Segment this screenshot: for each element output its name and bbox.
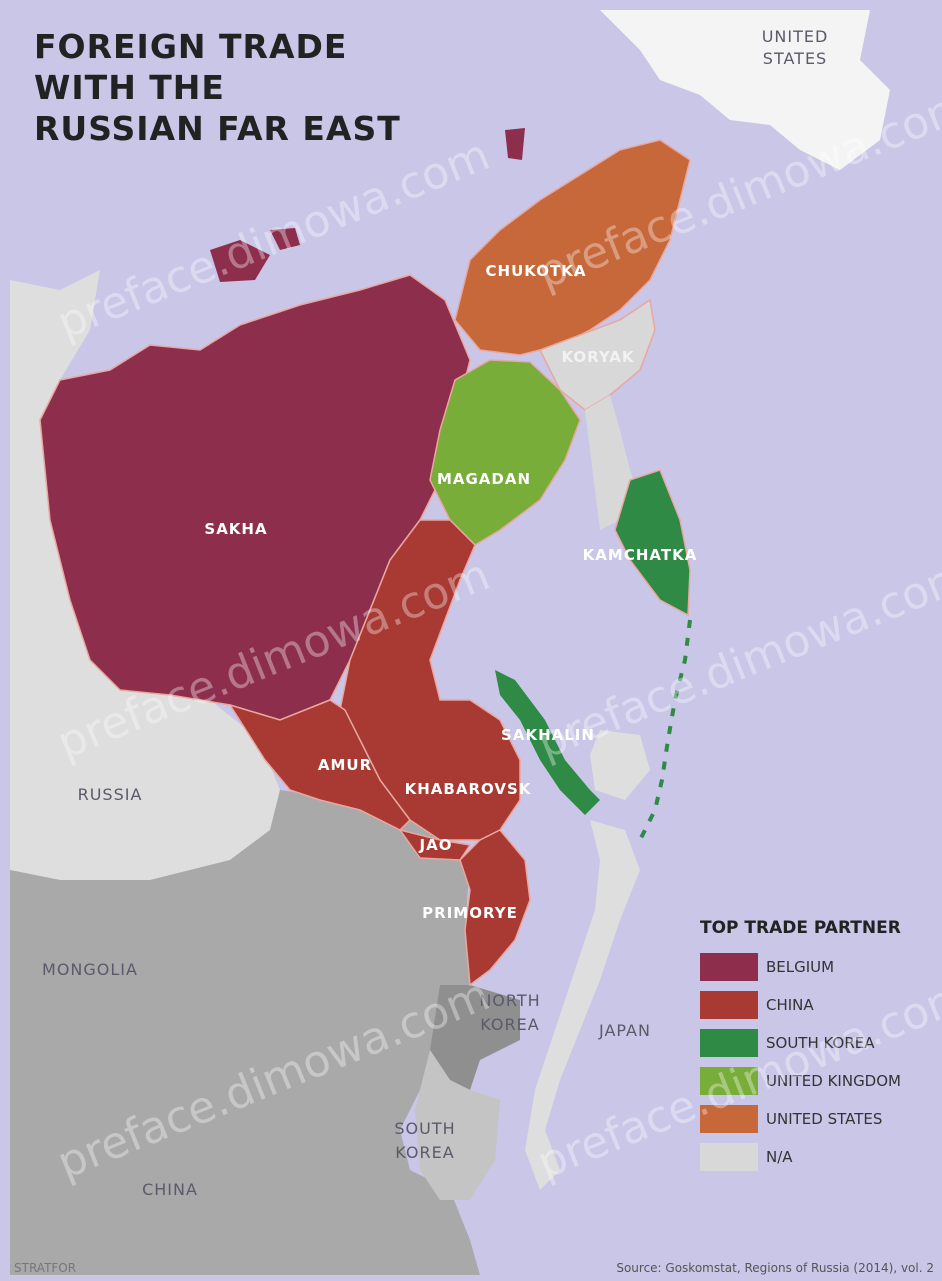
- land-south-korea: [415, 1050, 500, 1200]
- label-japan: JAPAN: [598, 1021, 651, 1040]
- legend-item-united-kingdom: UNITED KINGDOM: [700, 1062, 940, 1100]
- label-kamchatka: KAMCHATKA: [583, 546, 698, 564]
- region-kamchatka: [614, 469, 691, 617]
- legend-title: TOP TRADE PARTNER: [700, 918, 901, 938]
- legend-label-united-kingdom: UNITED KINGDOM: [766, 1072, 901, 1090]
- land-russia-west: [10, 270, 280, 880]
- label-north-korea-line2: KOREA: [480, 1015, 539, 1034]
- region-sakhalin: [495, 670, 600, 815]
- legend-swatch-na: [700, 1143, 758, 1171]
- title-line-1: FOREIGN TRADE: [34, 27, 348, 66]
- source-text: Source: Goskomstat, Regions of Russia (2…: [616, 1261, 934, 1275]
- region-magadan: [429, 359, 581, 546]
- legend-item-belgium: BELGIUM: [700, 948, 940, 986]
- island-new-siberian-2: [270, 228, 300, 250]
- label-sakha: SAKHA: [204, 520, 267, 538]
- legend-item-china: CHINA: [700, 986, 940, 1024]
- label-koryak: KORYAK: [561, 348, 634, 366]
- region-chukotka: [454, 139, 691, 356]
- label-khabarovsk: KHABAROVSK: [405, 780, 532, 798]
- label-sakhalin: SAKHALIN: [501, 726, 595, 744]
- legend-item-united-states: UNITED STATES: [700, 1100, 940, 1138]
- label-chukotka: CHUKOTKA: [486, 262, 587, 280]
- legend-swatch-belgium: [700, 953, 758, 981]
- title-line-3: RUSSIAN FAR EAST: [34, 109, 401, 148]
- label-magadan: MAGADAN: [437, 470, 531, 488]
- legend-item-south-korea: SOUTH KOREA: [700, 1024, 940, 1062]
- land-hokkaido: [590, 730, 650, 800]
- legend-swatch-united-kingdom: [700, 1067, 758, 1095]
- region-khabarovsk: [339, 519, 521, 841]
- island-new-siberian-1: [210, 240, 270, 282]
- label-south-korea-line1: SOUTH: [394, 1119, 455, 1138]
- title-line-2: WITH THE: [34, 68, 225, 107]
- land-north-korea: [430, 985, 520, 1090]
- label-mongolia: MONGOLIA: [42, 960, 138, 979]
- legend-swatch-south-korea: [700, 1029, 758, 1057]
- land-mongolia-china: [10, 790, 480, 1275]
- region-koryak: [538, 298, 656, 411]
- legend: TOP TRADE PARTNER BELGIUM CHINA SOUTH KO…: [700, 918, 940, 1176]
- label-russia: RUSSIA: [78, 785, 143, 804]
- region-primorye: [459, 829, 531, 987]
- label-united-states-line1: UNITED: [762, 27, 829, 46]
- legend-label-south-korea: SOUTH KOREA: [766, 1034, 875, 1052]
- label-north-korea-line1: NORTH: [479, 991, 540, 1010]
- credit-text: STRATFOR: [14, 1261, 77, 1275]
- label-united-states-line2: STATES: [763, 49, 827, 68]
- region-amur: [228, 699, 411, 831]
- islands-kuril: [638, 619, 692, 841]
- legend-swatch-united-states: [700, 1105, 758, 1133]
- island-wrangel: [505, 128, 525, 160]
- label-south-korea-line2: KOREA: [395, 1143, 454, 1162]
- label-china: CHINA: [142, 1180, 198, 1199]
- legend-item-na: N/A: [700, 1138, 940, 1176]
- legend-label-united-states: UNITED STATES: [766, 1110, 883, 1128]
- label-amur: AMUR: [318, 756, 372, 774]
- legend-label-china: CHINA: [766, 996, 814, 1014]
- region-jao: [398, 828, 472, 861]
- map-title: FOREIGN TRADE WITH THE RUSSIAN FAR EAST: [34, 26, 401, 149]
- legend-label-na: N/A: [766, 1148, 793, 1166]
- land-japan: [525, 820, 640, 1190]
- label-jao: JAO: [419, 836, 453, 854]
- legend-swatch-china: [700, 991, 758, 1019]
- label-primorye: PRIMORYE: [422, 904, 518, 922]
- land-united-states: [600, 10, 890, 170]
- legend-label-belgium: BELGIUM: [766, 958, 835, 976]
